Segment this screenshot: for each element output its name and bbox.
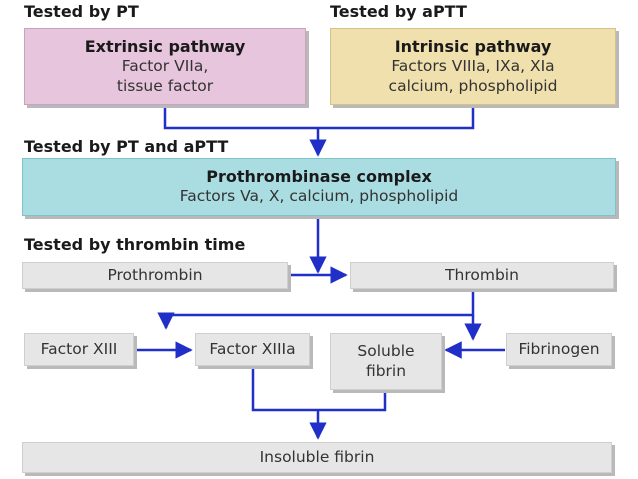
prothrombin-label: Prothrombin — [107, 265, 203, 284]
arrow-extrinsic-down — [163, 104, 318, 130]
intrinsic-pathway-title: Intrinsic pathway — [394, 37, 552, 57]
insoluble-fibrin-label: Insoluble fibrin — [259, 447, 375, 466]
extrinsic-pathway-line-1: Factor VIIa, — [121, 57, 209, 76]
thrombin-label: Thrombin — [445, 265, 519, 284]
label-tested-by-thrombin-time: Tested by thrombin time — [24, 235, 246, 254]
intrinsic-pathway-line-2: calcium, phospholipid — [388, 76, 558, 95]
prothrombinase-complex-title: Prothrombinase complex — [206, 167, 432, 187]
prothrombinase-complex-line-1: Factors Va, X, calcium, phospholipid — [179, 187, 459, 206]
label-tested-by-aptt: Tested by aPTT — [330, 2, 467, 21]
arrow-soluble-fibrin-down — [318, 391, 387, 412]
fibrinogen-box: Fibrinogen — [506, 333, 612, 366]
soluble-fibrin-line-1: Soluble — [357, 342, 415, 361]
prothrombin-box: Prothrombin — [22, 262, 288, 289]
label-tested-by-pt: Tested by PT — [24, 2, 139, 21]
factor-xiiia-box: Factor XIIIa — [195, 333, 310, 366]
extrinsic-pathway-line-2: tissue factor — [116, 76, 214, 95]
soluble-fibrin-box: Soluble fibrin — [330, 333, 442, 390]
intrinsic-pathway-box: Intrinsic pathway Factors VIIIa, IXa, XI… — [330, 28, 616, 105]
thrombin-box: Thrombin — [350, 262, 614, 289]
prothrombinase-complex-box: Prothrombinase complex Factors Va, X, ca… — [22, 158, 616, 216]
fibrinogen-label: Fibrinogen — [518, 339, 600, 358]
arrow-factor-xiiia-down — [251, 367, 318, 412]
intrinsic-pathway-line-1: Factors VIIIa, IXa, XIa — [391, 57, 555, 76]
factor-xiii-box: Factor XIII — [24, 333, 134, 366]
factor-xiiia-label: Factor XIIIa — [209, 339, 296, 358]
label-tested-by-pt-and-aptt: Tested by PT and aPTT — [24, 137, 229, 156]
soluble-fibrin-line-2: fibrin — [365, 361, 407, 380]
factor-xiii-label: Factor XIII — [40, 339, 118, 358]
arrow-intrinsic-down — [318, 104, 475, 130]
extrinsic-pathway-box: Extrinsic pathway Factor VIIa, tissue fa… — [24, 28, 306, 105]
insoluble-fibrin-box: Insoluble fibrin — [22, 442, 612, 473]
extrinsic-pathway-title: Extrinsic pathway — [84, 37, 246, 57]
arrow-thrombin-branch — [157, 290, 475, 330]
